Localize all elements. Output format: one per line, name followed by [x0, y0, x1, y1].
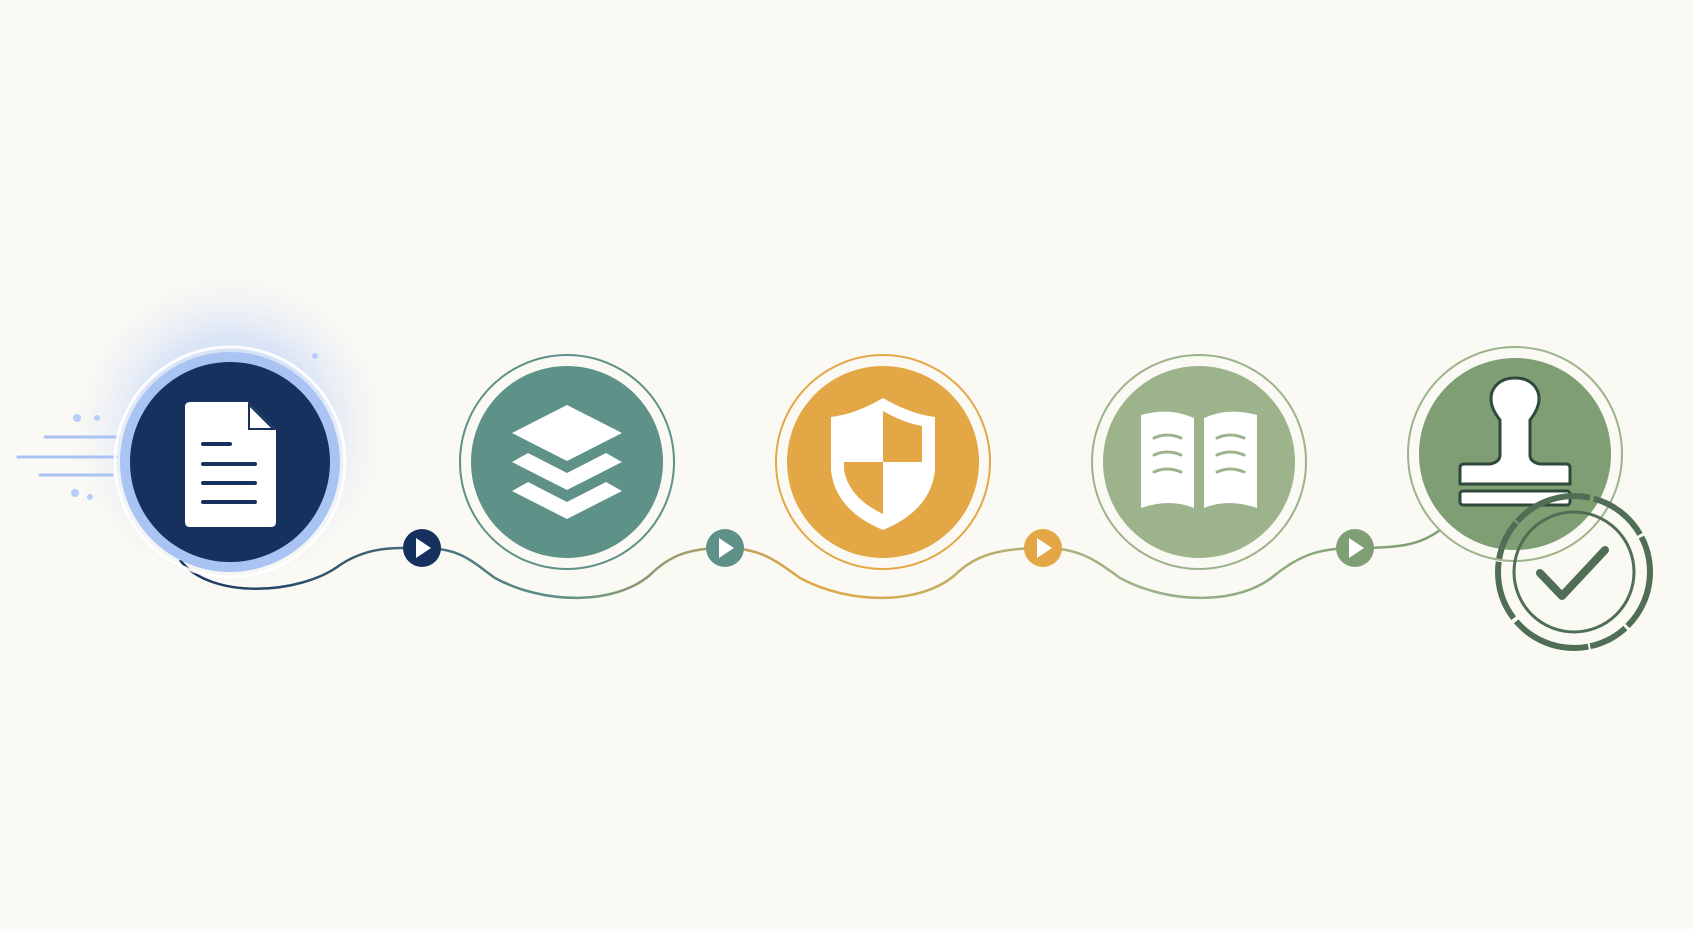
step-5-stamp[interactable]	[1407, 346, 1623, 562]
step-3-shield[interactable]	[775, 354, 991, 570]
completion-badge	[1495, 493, 1653, 651]
connector-1-arrow[interactable]	[403, 529, 441, 567]
motion-lines	[16, 435, 120, 477]
checkmark-icon	[1536, 546, 1609, 600]
connector-4-arrow[interactable]	[1336, 529, 1374, 567]
play-arrow-icon	[416, 538, 431, 558]
play-arrow-icon	[719, 538, 734, 558]
play-arrow-icon	[1349, 538, 1364, 558]
play-arrow-icon	[1037, 538, 1052, 558]
connector-3-arrow[interactable]	[1024, 529, 1062, 567]
step-1-document[interactable]	[113, 345, 347, 579]
sparkle-dots	[71, 353, 318, 500]
shield-icon	[831, 398, 935, 530]
step-4-book[interactable]	[1091, 354, 1307, 570]
step-2-layers[interactable]	[459, 354, 675, 570]
document-icon	[185, 402, 276, 527]
layers-icon	[512, 405, 622, 519]
connector-2-arrow[interactable]	[706, 529, 744, 567]
open-book-icon	[1141, 411, 1257, 508]
